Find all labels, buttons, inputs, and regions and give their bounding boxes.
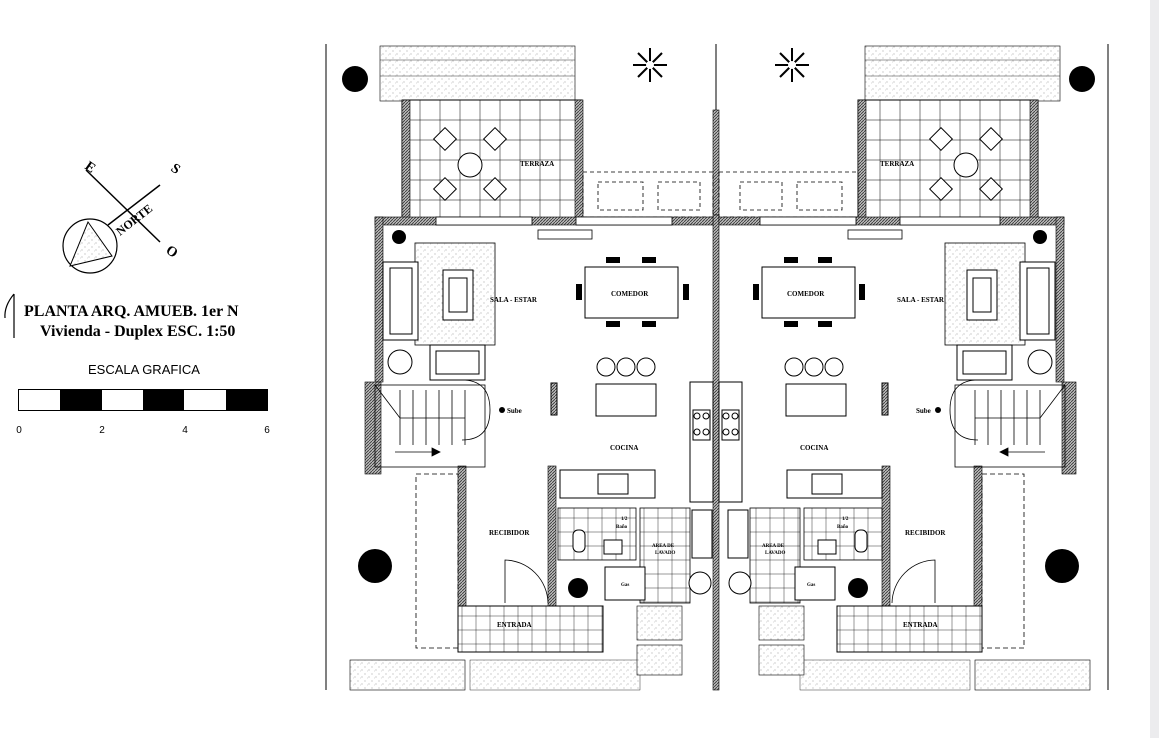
label-bano-num-left: 1/2 [621, 517, 628, 522]
scale-tick: 6 [264, 425, 270, 436]
compass-east: E [82, 159, 98, 177]
label-recibidor-right: RECIBIDOR [905, 529, 946, 537]
scale-tick: 2 [99, 425, 105, 436]
scale-segment [102, 390, 143, 410]
label-comedor-left: COMEDOR [611, 290, 649, 298]
scale-label: ESCALA GRAFICA [88, 362, 200, 377]
scale-tick: 0 [16, 425, 22, 436]
label-cocina-right: COCINA [800, 444, 828, 452]
label-entrada-right: ENTRADA [903, 621, 938, 629]
compass-west: O [163, 243, 181, 262]
drawing-title-line2: Vivienda - Duplex ESC. 1:50 [40, 323, 236, 340]
scale-segment [184, 390, 225, 410]
label-sube-left: Sube [507, 407, 522, 415]
drawing-number-mark [4, 293, 15, 338]
label-lavado-b-left: LAVADO [655, 551, 675, 556]
scale-tick: 4 [182, 425, 188, 436]
label-terraza-right: TERRAZA [880, 160, 914, 168]
label-comedor-right: COMEDOR [787, 290, 825, 298]
label-recibidor-left: RECIBIDOR [489, 529, 530, 537]
drawing-title-line1: PLANTA ARQ. AMUEB. 1er N [24, 303, 239, 320]
label-bano-left: Baño [616, 525, 628, 530]
label-lavado-a-right: AREA DE [762, 544, 785, 549]
scale-segment [225, 390, 267, 410]
drawing-title: PLANTA ARQ. AMUEB. 1er N Vivienda - Dupl… [24, 302, 314, 342]
compass-icon: E S O NORTE [62, 159, 183, 274]
label-lavado-a-left: AREA DE [652, 544, 675, 549]
label-entrada-left: ENTRADA [497, 621, 532, 629]
viewer-edge [1150, 0, 1159, 738]
scale-segment [19, 390, 60, 410]
label-cocina-left: COCINA [610, 444, 638, 452]
label-gas-left: Gas [621, 583, 629, 588]
label-bano-right: Baño [837, 525, 849, 530]
scale-segment [60, 390, 102, 410]
scale-segment [142, 390, 185, 410]
scale-bar [18, 389, 268, 411]
label-lavado-b-right: LAVADO [765, 551, 785, 556]
compass-south: S [168, 161, 183, 178]
compass-north: NORTE [113, 201, 155, 238]
label-sube-right: Sube [916, 407, 931, 415]
label-gas-right: Gas [807, 583, 815, 588]
label-sala-left: SALA - ESTAR [490, 296, 538, 304]
label-terraza-left: TERRAZA [520, 160, 554, 168]
label-bano-num-right: 1/2 [842, 517, 849, 522]
label-sala-right: SALA - ESTAR [897, 296, 945, 304]
